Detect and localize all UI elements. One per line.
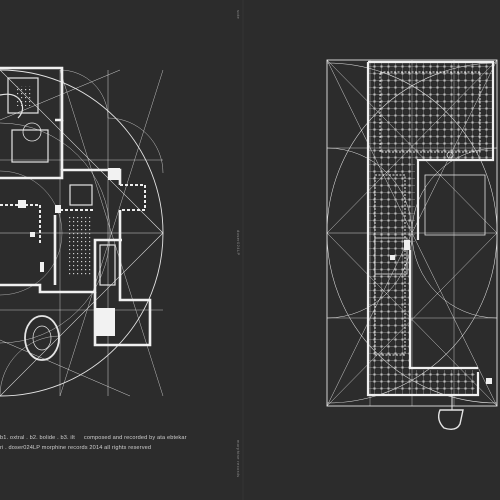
credits-block: b1. oxtral . b2. bolide . b3. ilt compose… — [0, 433, 187, 453]
composer-credit: composed and recorded by ata ebtekar — [83, 435, 187, 441]
left-floor-plan — [0, 66, 164, 397]
spine-catalog: doser024LP — [236, 230, 241, 256]
spine-artist: sote — [236, 10, 241, 20]
catalog-line: ri . doser024LP morphine records 2014 al… — [0, 445, 152, 451]
track-list: b1. oxtral . b2. bolide . b3. ilt — [0, 435, 75, 441]
spine-label: morphine records — [236, 440, 241, 478]
right-floor-plan — [326, 59, 498, 431]
credits-row-1: b1. oxtral . b2. bolide . b3. ilt compose… — [0, 433, 187, 443]
